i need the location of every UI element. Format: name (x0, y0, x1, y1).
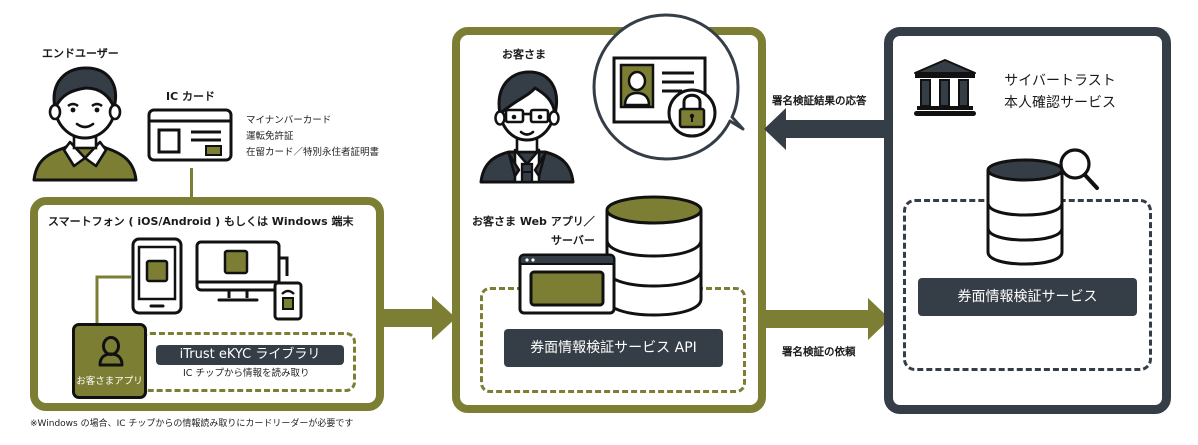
device-box-title: スマートフォン ( iOS/Android ) もしくは Windows 端末 (48, 215, 354, 228)
web-app-label-line1: お客さま Web アプリ／ (472, 215, 595, 228)
itrust-ekyc-library-label: iTrust eKYC ライブラリ (156, 345, 344, 365)
app-connector-line (95, 275, 131, 323)
user-icon (98, 336, 124, 367)
customer-app-label: お客さまアプリ (76, 376, 143, 387)
businessman-icon (479, 70, 575, 184)
windows-footnote: ※Windows の場合、IC チップからの情報読み取りにカードリーダーが必要で… (30, 419, 354, 429)
ic-card-type: マイナンバーカード (246, 115, 332, 126)
arrow-right-olive (384, 296, 456, 340)
request-arrow-label: 署名検証の依頼 (782, 346, 856, 358)
smartphone-icon (131, 237, 183, 315)
ic-card-type: 在留カード／特別永住者証明書 (246, 147, 380, 158)
web-app-label-line2: サーバー (551, 234, 595, 247)
cybertrust-title-line1: サイバートラスト (1004, 73, 1116, 89)
id-card-lock-icon (592, 13, 745, 161)
card-connector-line (190, 168, 193, 198)
customer-label: お客さま (502, 48, 546, 61)
end-user-label: エンドユーザー (42, 47, 119, 60)
ic-card-label: IC カード (166, 90, 215, 103)
response-arrow-label: 署名検証結果の応答 (772, 95, 867, 107)
database-search-icon (986, 148, 1099, 266)
id-card-icon (147, 108, 233, 162)
api-label: 券面情報検証サービス API (504, 329, 723, 367)
bank-building-icon (914, 59, 976, 116)
database-icon (605, 195, 703, 317)
cybertrust-title-line2: 本人確認サービス (1004, 95, 1116, 111)
card-reader-icon (273, 281, 303, 321)
ic-card-type: 運転免許証 (246, 131, 294, 142)
cybertrust-title: サイバートラスト 本人確認サービス (1000, 70, 1120, 114)
customer-app-button[interactable]: お客さまアプリ (72, 323, 147, 399)
library-caption: IC チップから情報を読み取り (183, 368, 310, 379)
monitor-icon (195, 240, 289, 302)
arrow-left-dark (764, 108, 892, 150)
browser-window-icon (518, 253, 616, 315)
service-label: 券面情報検証サービス (918, 278, 1137, 316)
person-icon (32, 66, 138, 182)
arrow-right-olive (764, 298, 890, 340)
